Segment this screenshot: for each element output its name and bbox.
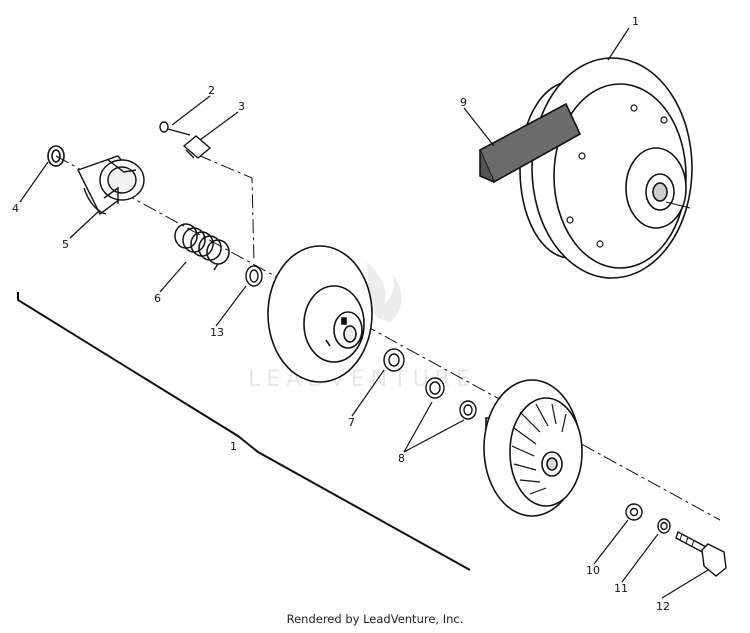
part-11-lockwasher xyxy=(658,519,670,533)
part-10-washer xyxy=(626,504,642,520)
callout-3: 3 xyxy=(238,100,245,113)
assembly-bracket xyxy=(18,292,470,570)
callout-1-top: 1 xyxy=(632,15,639,28)
part-13-bushing xyxy=(246,266,262,286)
part-5-cam xyxy=(78,156,144,214)
callout-12: 12 xyxy=(656,600,670,613)
callout-1-bracket: 1 xyxy=(230,440,237,453)
watermark-flame-icon xyxy=(366,262,402,322)
part-4-snap-ring xyxy=(48,146,64,166)
callout-4: 4 xyxy=(12,202,19,215)
callout-6: 6 xyxy=(154,292,161,305)
callout-2: 2 xyxy=(208,84,215,97)
footer-credit: Rendered by LeadVenture, Inc. xyxy=(286,612,464,626)
callout-13: 13 xyxy=(210,326,224,339)
part-3-roller xyxy=(184,136,210,158)
callout-11: 11 xyxy=(614,582,628,595)
clutch-assembly-1 xyxy=(480,58,692,278)
part-7-bushing xyxy=(384,349,404,371)
part-2-screw xyxy=(160,122,190,135)
callout-5: 5 xyxy=(62,238,69,251)
callout-8: 8 xyxy=(398,452,405,465)
leader-lines xyxy=(20,28,708,598)
centerline xyxy=(56,155,720,520)
movable-sheave xyxy=(268,246,372,382)
part-8-washers xyxy=(426,378,476,419)
callout-7: 7 xyxy=(348,416,355,429)
part-12-bolt xyxy=(676,532,726,576)
callout-10: 10 xyxy=(586,564,600,577)
part-6-spring xyxy=(175,224,229,270)
callout-9: 9 xyxy=(460,96,467,109)
callouts: 1 9 2 3 4 5 6 13 7 8 1 10 11 12 xyxy=(12,15,670,613)
belt-9 xyxy=(480,104,580,182)
fixed-sheave xyxy=(484,380,582,516)
